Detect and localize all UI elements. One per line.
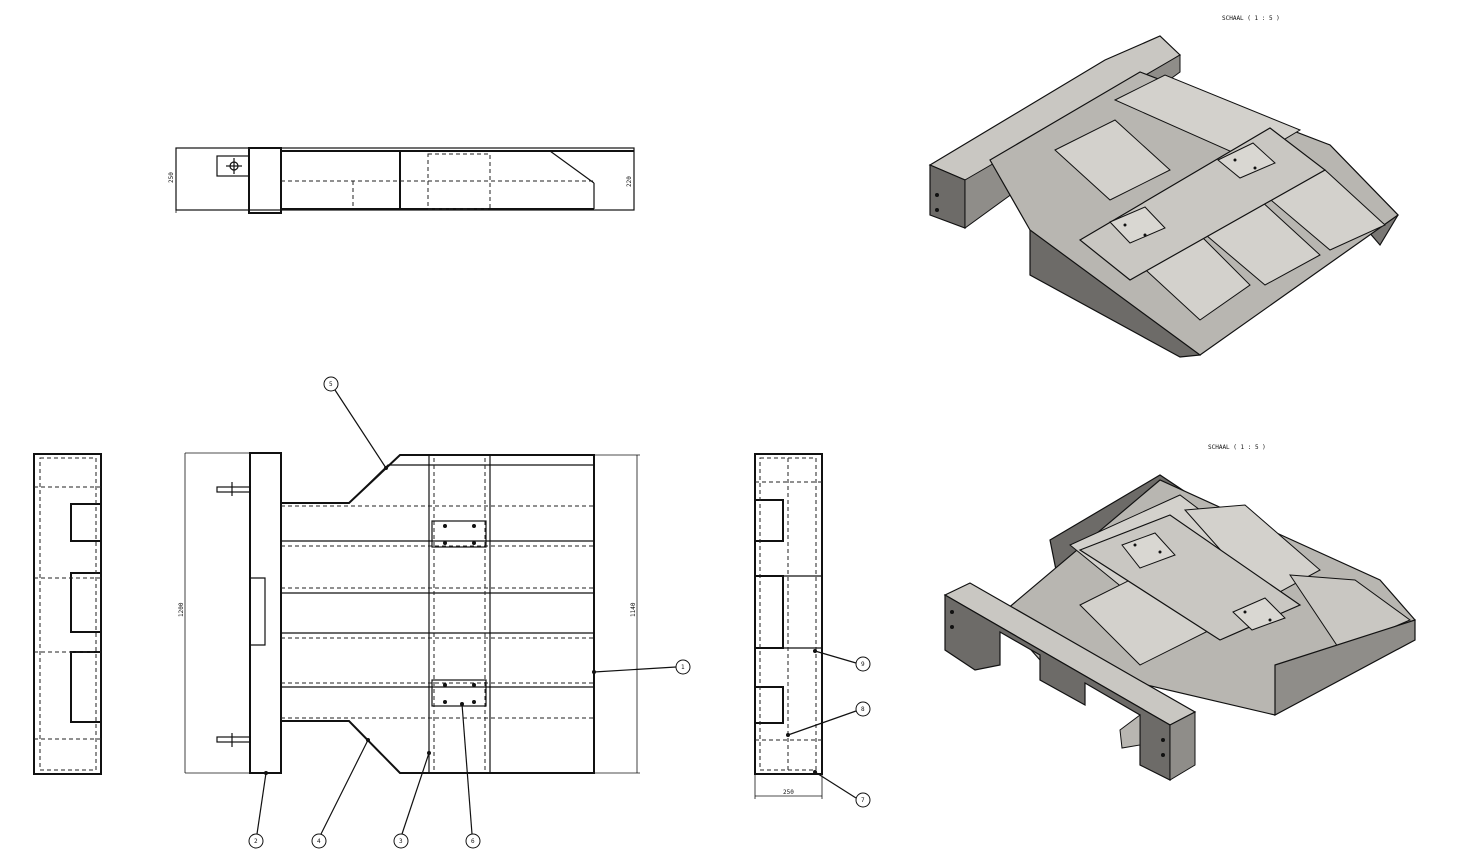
balloon-7-label: 7 (861, 797, 865, 804)
isometric-view-top: SCHAAL ( 1 : 5 ) (928, 15, 1399, 358)
balloon-4 (311, 833, 327, 849)
balloon-8 (855, 701, 871, 717)
item-balloons: 1 2 3 4 5 6 7 8 9 (248, 376, 871, 849)
balloon-9 (855, 656, 871, 672)
balloon-6-label: 6 (471, 838, 475, 845)
balloon-7 (855, 792, 871, 808)
front-view: 1200 1140 (178, 452, 640, 774)
balloon-8-label: 8 (861, 706, 865, 713)
dim-top-left: 250 (168, 172, 175, 183)
dim-side-width: 250 (783, 789, 794, 796)
dim-front-right: 1140 (630, 602, 637, 617)
balloon-5 (323, 376, 339, 392)
balloon-2-label: 2 (254, 838, 258, 845)
left-end-view (33, 453, 102, 775)
dim-top-right: 220 (626, 176, 633, 187)
isometric-view-bottom: SCHAAL ( 1 : 5 ) (943, 444, 1416, 781)
balloon-1 (675, 659, 691, 675)
balloon-1-label: 1 (681, 664, 685, 671)
top-view: 250 220 (168, 147, 635, 214)
balloon-9-label: 9 (861, 661, 865, 668)
balloon-3-label: 3 (399, 838, 403, 845)
balloon-2 (248, 833, 264, 849)
scale-label-bottom: SCHAAL ( 1 : 5 ) (1208, 444, 1266, 451)
balloon-5-label: 5 (329, 381, 333, 388)
dim-front-height: 1200 (178, 602, 185, 617)
balloon-6 (465, 833, 481, 849)
scale-label-top: SCHAAL ( 1 : 5 ) (1222, 15, 1280, 22)
right-end-view: 250 (754, 453, 823, 799)
balloon-3 (393, 833, 409, 849)
balloon-4-label: 4 (317, 838, 321, 845)
